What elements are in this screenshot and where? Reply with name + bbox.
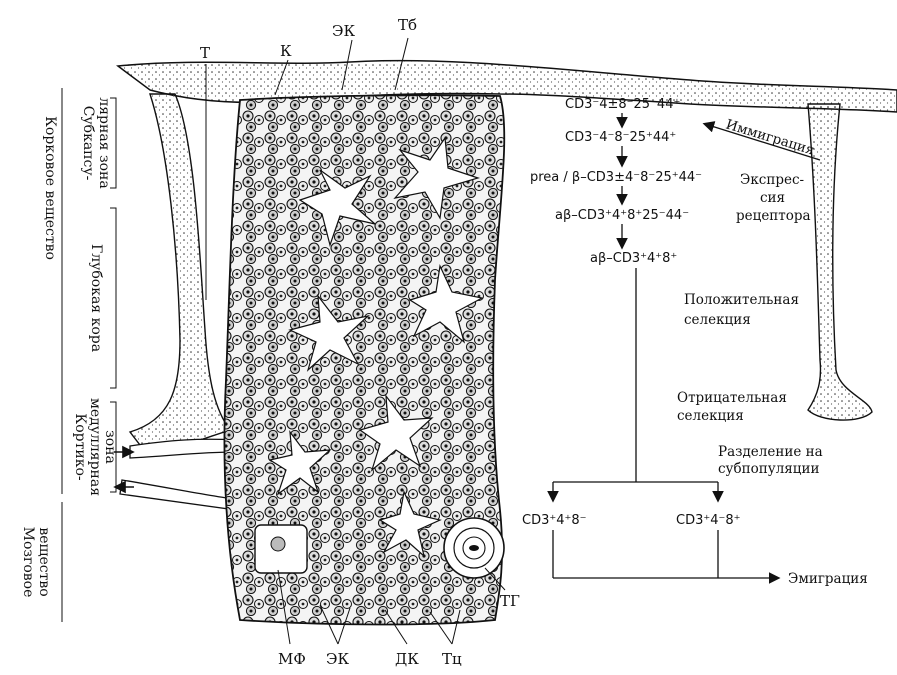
note-split-1: Разделение на	[718, 444, 823, 460]
trabecula-right	[808, 104, 872, 420]
label-cortex: Корковое вещество	[42, 116, 58, 260]
note-positive-1: Положительная	[684, 292, 799, 308]
capsule	[118, 61, 897, 112]
label-dendritic: ДК	[395, 650, 419, 668]
note-split-2: субпопуляции	[718, 461, 819, 477]
flow-step-1: CD3⁻4±8⁻25⁻44⁺	[565, 97, 680, 112]
trabecula-left	[130, 94, 230, 445]
label-trabecula: Т	[200, 44, 210, 62]
note-expression-2: сия	[760, 190, 785, 206]
label-capsule: К	[280, 42, 292, 60]
label-thymocyte: Тц	[442, 650, 462, 668]
label-hassall: ТГ	[500, 592, 520, 610]
label-corticomed-2: медуллярная	[87, 398, 103, 496]
label-thymoblast: Тб	[398, 16, 417, 34]
note-emigration: Эмиграция	[788, 571, 868, 587]
label-corticomed-1: Кортико-	[72, 413, 88, 480]
hassall-corpuscle	[444, 518, 504, 578]
label-deep-cortex: Глубокая кора	[88, 244, 104, 352]
label-subcapsular-2: лярная зона	[96, 97, 112, 188]
flow-step-2: CD3⁻4⁻8⁻25⁺44⁺	[565, 130, 676, 145]
label-endothelial-top: ЭК	[332, 22, 355, 40]
note-negative-2: селекция	[677, 408, 744, 424]
note-negative-1: Отрицательная	[677, 390, 787, 406]
label-macrophage: МФ	[278, 650, 306, 668]
vessel-lower	[120, 480, 240, 510]
flow-step-4: aβ–CD3⁺4⁺8⁺25⁻44⁻	[555, 208, 689, 223]
label-corticomed-3: зона	[102, 430, 118, 464]
note-expression-1: Экспрес-	[740, 172, 804, 188]
macrophage	[255, 525, 307, 573]
flow-branch-right: CD3⁺4⁻8⁺	[676, 513, 741, 528]
flow-step-3: prea / β–CD3±4⁻8⁻25⁺44⁻	[530, 170, 702, 185]
note-positive-2: селекция	[684, 312, 751, 328]
note-expression-3: рецептора	[736, 208, 811, 224]
label-subcapsular-1: Субкапсу-	[80, 106, 96, 181]
label-medulla-2: вещество	[36, 527, 52, 596]
flow-step-5: aβ–CD3⁺4⁺8⁺	[590, 251, 677, 266]
label-endothelial-bottom: ЭК	[326, 650, 349, 668]
note-immigration: Иммиграция	[724, 117, 816, 159]
flow-branch-left: CD3⁺4⁺8⁻	[522, 513, 587, 528]
label-medulla-1: Мозговое	[20, 527, 36, 598]
